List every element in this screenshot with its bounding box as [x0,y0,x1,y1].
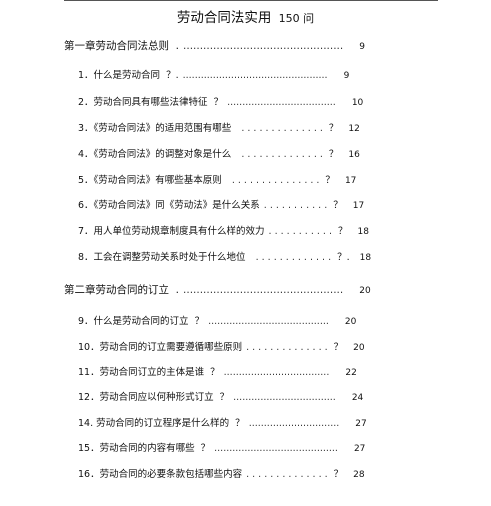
toc-leader-dots: ........................................… [183,284,344,296]
toc-entry[interactable]: 6．《劳动合同法》同《劳动法》是什么关系. . . . . . . . . . … [78,199,364,213]
toc-entry-title: 15．劳动合同的内容有哪些 [78,443,195,454]
toc-page-number: 17 [352,201,365,211]
toc-entry-marker: ？ [229,418,245,429]
toc-entry-question-mark: ？ [328,149,339,160]
toc-entry[interactable]: 8．工会在调整劳动关系时处于什么地位 . . . . . . . . . . .… [78,251,371,265]
toc-entry-question-mark: ？ [328,123,339,134]
toc-entry[interactable]: 14. 劳动合同的订立程序是什么样的 ？....................… [78,417,367,431]
toc-page-number: 20 [353,343,365,353]
toc-entry-marker: ？ [188,316,205,327]
toc-leader-dots: .................................. [233,392,336,403]
toc-entry-title: 12．劳动合同应以何种形式订立 [78,392,214,403]
toc-entry-question-mark: ？. [337,252,350,263]
toc-page-number: 18 [357,227,369,237]
toc-entry-marker [222,175,228,186]
toc-entry-title: 3．《劳动合同法》的适用范围有哪些 [78,123,232,134]
toc-entry-title: 1．什么是劳动合同 [78,70,161,81]
toc-leader-dots: ........................................ [208,316,329,327]
toc-entry-marker: ？ [207,97,224,108]
toc-page-number: 9 [359,42,365,52]
toc-page-number: 24 [351,393,364,403]
toc-leader-dots: ................................... [223,367,330,378]
toc-page-number: 28 [353,470,365,480]
toc-entry[interactable]: 11．劳动合同订立的主体是谁 ？........................… [78,366,357,380]
toc-page-number: 17 [344,176,357,186]
toc-page-number: 20 [344,317,357,327]
toc-entry[interactable]: 1．什么是劳动合同 ？.............................… [78,69,349,83]
toc-leader-dots: .............................. [248,418,340,429]
toc-entry[interactable]: 2．劳动合同具有哪些法律特征 ？........................… [78,96,363,110]
toc-entry-title: 第一章劳动合同法总则 [64,40,169,52]
toc-leader-dots: . . . . . . . . . . . . . . [246,342,328,353]
toc-entry-question-mark: ？ [333,469,344,480]
toc-page-number: 12 [348,124,360,134]
toc-entry-title: 6．《劳动合同法》同《劳动法》是什么关系 [78,200,260,211]
toc-entry-title: 11．劳动合同订立的主体是谁 [78,367,205,378]
toc-page-number: 9 [343,71,350,81]
toc-entry-marker: . [169,284,180,296]
toc-leader-dots: . . . . . . . . . . . . . . [241,123,323,134]
toc-entry[interactable]: 16．劳动合同的必要条款包括哪些内容. . . . . . . . . . . … [78,468,365,482]
toc-leader-dots: ........................................… [182,70,328,81]
toc-leader-dots: . . . . . . . . . . . . . . [241,149,323,160]
toc-page-number: 27 [353,444,366,454]
top-rule [64,0,438,1]
toc-leader-dots: ........................................… [183,40,344,52]
toc-page-number: 20 [359,286,371,296]
toc-entry[interactable]: 3．《劳动合同法》的适用范围有哪些 . . . . . . . . . . . … [78,122,360,136]
document-title: 劳动合同法实用 150 问 [0,6,491,26]
toc-entry[interactable]: 7．用人单位劳动规章制度具有什么样的效力. . . . . . . . . . … [78,225,369,239]
toc-chapter[interactable]: 第一章劳动合同法总则 .............................… [64,39,365,54]
toc-entry-marker: . [169,40,180,52]
toc-entry-marker [246,252,252,263]
toc-entry[interactable]: 9．什么是劳动合同的订立 ？..........................… [78,315,356,329]
toc-leader-dots: . . . . . . . . . . . [263,200,328,211]
toc-leader-dots: .................................... [227,97,336,108]
toc-entry[interactable]: 5．《劳动合同法》有哪些基本原则 . . . . . . . . . . . .… [78,174,356,188]
toc-chapter[interactable]: 第二章劳动合同的订立 .............................… [64,283,371,298]
toc-entry-marker: ？ [194,443,211,454]
toc-leader-dots: . . . . . . . . . . . . . [255,252,332,263]
toc-entry-title: 4．《劳动合同法》的调整对象是什么 [78,149,232,160]
toc-page-number: 27 [355,419,367,429]
toc-entry-title: 10．劳动合同的订立需要遵循哪些原则 [78,342,243,353]
toc-page-number: 16 [348,150,360,160]
toc-entry-title: 8．工会在调整劳动关系时处于什么地位 [78,252,246,263]
toc-entry[interactable]: 4．《劳动合同法》的调整对象是什么 . . . . . . . . . . . … [78,148,360,162]
toc-entry-title: 2．劳动合同具有哪些法律特征 [78,97,208,108]
toc-page-number: 22 [345,368,357,378]
toc-leader-dots: ........................................… [214,443,338,454]
toc-entry-question-mark: ？ [337,226,348,237]
toc-entry-marker: ？ [213,392,230,403]
toc-entry-marker: ？ [204,367,220,378]
toc-entry-title: 14. 劳动合同的订立程序是什么样的 [78,418,230,429]
toc-entry-title: 9．什么是劳动合同的订立 [78,316,189,327]
title-main: 劳动合同法实用 [176,10,272,26]
toc-entry[interactable]: 15．劳动合同的内容有哪些 ？.........................… [78,442,365,456]
toc-leader-dots: . . . . . . . . . . . . . . [246,469,328,480]
toc-entry-marker [231,149,237,160]
toc-entry[interactable]: 10．劳动合同的订立需要遵循哪些原则. . . . . . . . . . . … [78,341,365,355]
toc-page-number: 10 [351,98,364,108]
toc-entry-title: 7．用人单位劳动规章制度具有什么样的效力 [78,226,265,237]
toc-entry-title: 第二章劳动合同的订立 [64,284,169,296]
toc-entry-question-mark: ？ [333,342,344,353]
toc-entry-marker: ？. [160,70,179,81]
toc-entry-question-mark: ？ [325,175,335,186]
toc-entry-title: 16．劳动合同的必要条款包括哪些内容 [78,469,243,480]
toc-entry-title: 5．《劳动合同法》有哪些基本原则 [78,175,222,186]
toc-leader-dots: . . . . . . . . . . . [268,226,332,237]
toc-entry-question-mark: ？ [333,200,343,211]
toc-entry[interactable]: 12．劳动合同应以何种形式订立 ？.......................… [78,391,363,405]
toc-page-number: 18 [359,253,372,263]
toc-leader-dots: . . . . . . . . . . . . . . . [231,175,320,186]
toc-entry-marker [231,123,237,134]
title-suffix: 150 问 [278,12,315,25]
